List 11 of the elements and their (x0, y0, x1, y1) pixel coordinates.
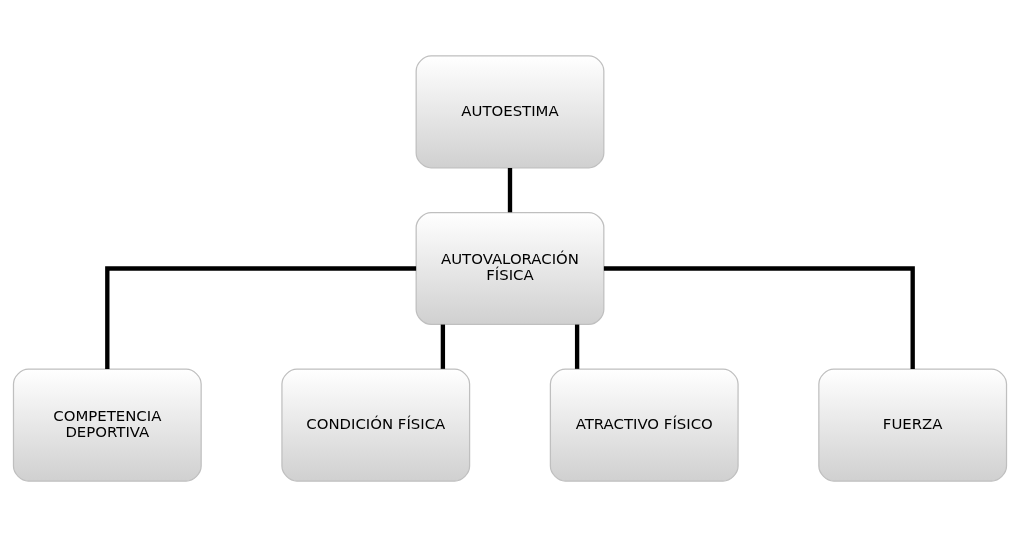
node-box: ATRACTIVO FÍSICO (549, 368, 739, 482)
connector (105, 265, 417, 369)
connector (574, 324, 580, 369)
connector (603, 265, 915, 369)
node-box: CONDICIÓN FÍSICA (281, 368, 471, 482)
node-box: FUERZA (818, 368, 1008, 482)
node-box: COMPETENCIA DEPORTIVA (12, 368, 202, 482)
connector (440, 324, 446, 369)
node-box: AUTOVALORACIÓN FÍSICA (415, 211, 605, 325)
connector (507, 167, 513, 212)
node-box: AUTOESTIMA (415, 54, 605, 168)
